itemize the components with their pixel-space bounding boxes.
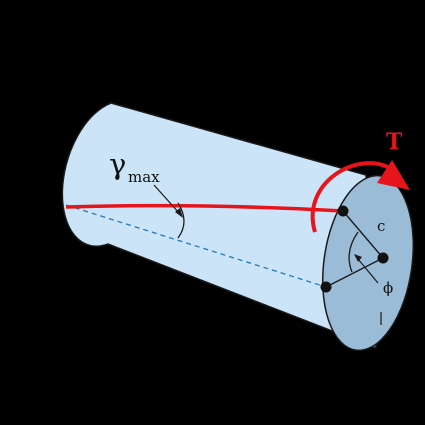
torque-label: T [386,129,403,155]
radius-line-bottom [325,257,384,288]
deformed-line [65,203,344,213]
gamma-subscript: max [128,168,160,186]
cylinder-end-face [321,174,415,352]
torque-arrowhead [377,160,410,190]
torque-arrow [310,161,395,233]
angle-label: ϕ [383,279,393,297]
point-center [377,252,389,264]
undeformed-line [65,204,327,288]
radius-line-top [342,210,384,259]
gamma-leader-arrowhead [175,208,183,218]
shear-angle-arc [177,202,185,239]
cylinder-body [61,102,377,350]
phi-leader-arrowhead [354,254,362,262]
point-bottom [320,281,332,293]
gamma-leader [153,184,181,215]
point-top [337,205,349,217]
gamma-label: γ [109,147,126,181]
radius-label: c [377,217,385,235]
phi-leader [357,258,379,284]
twist-angle-arc [348,231,359,273]
